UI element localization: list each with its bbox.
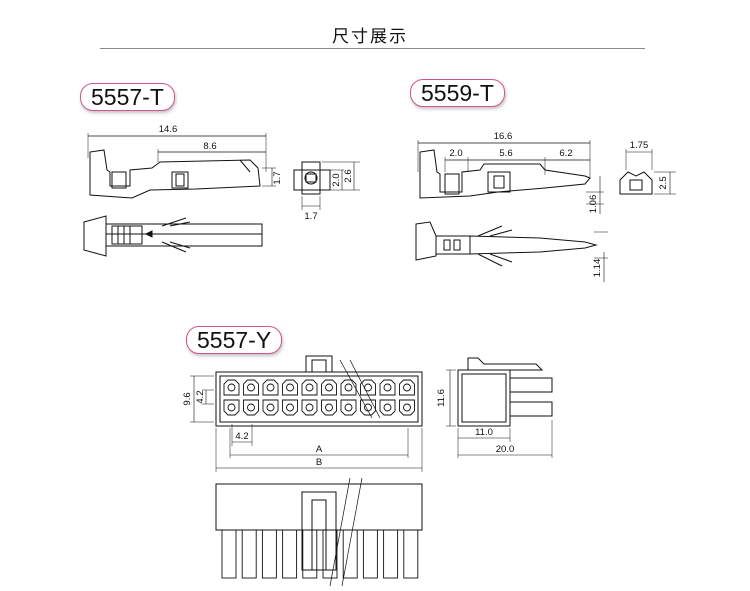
cavity bbox=[340, 379, 357, 396]
cavity bbox=[399, 399, 415, 416]
cavity-contact bbox=[247, 383, 255, 392]
cavity bbox=[301, 379, 318, 396]
cavity bbox=[399, 379, 415, 396]
cavity bbox=[321, 399, 337, 416]
cavity bbox=[262, 379, 279, 396]
connector-cavity-grid bbox=[223, 379, 415, 416]
dim-5557t-h2: 2.0 bbox=[331, 173, 342, 186]
terminal-5557t-end-view bbox=[293, 161, 360, 210]
cavity-contact bbox=[364, 383, 372, 392]
dim-5557t-h3: 2.6 bbox=[343, 169, 354, 182]
cavity-contact bbox=[305, 383, 314, 392]
cavity-contact bbox=[344, 403, 353, 412]
dim-5559t-a: 2.0 bbox=[449, 148, 462, 159]
cavity bbox=[243, 379, 259, 396]
cavity-contact bbox=[364, 403, 372, 412]
cavity-contact bbox=[266, 403, 275, 412]
pin bbox=[241, 529, 257, 579]
cavity bbox=[223, 379, 240, 396]
part-label-5557-y: 5557-Y bbox=[186, 326, 283, 354]
connector-5557y-bottom-view bbox=[215, 477, 423, 587]
cavity bbox=[379, 379, 396, 396]
terminal-5557t-side-view bbox=[87, 133, 276, 199]
cavity bbox=[340, 399, 357, 416]
cavity-contact bbox=[286, 403, 294, 412]
dim-5557t-w1: 1.7 bbox=[304, 211, 317, 222]
pin bbox=[362, 529, 378, 579]
cavity-contact bbox=[383, 383, 392, 392]
cavity bbox=[360, 399, 376, 416]
cavity-contact bbox=[247, 403, 255, 412]
dim-5557y-pitch-h: 4.2 bbox=[235, 431, 248, 442]
cavity-contact bbox=[325, 403, 333, 412]
pin bbox=[403, 529, 419, 579]
cavity-contact bbox=[383, 403, 392, 412]
terminal-5559t-side-view bbox=[417, 140, 604, 214]
cavity bbox=[262, 399, 279, 416]
cavity-contact bbox=[344, 383, 353, 392]
cavity bbox=[282, 379, 298, 396]
cavity-contact bbox=[403, 383, 411, 392]
cavity-contact bbox=[227, 383, 236, 392]
pin bbox=[322, 529, 338, 579]
dim-5559t-length: 16.6 bbox=[494, 131, 513, 142]
page-title: 尺寸展示 bbox=[332, 27, 408, 47]
pin bbox=[342, 529, 358, 579]
cavity bbox=[243, 399, 259, 416]
dim-5557t-h1: 1.7 bbox=[272, 171, 283, 184]
dim-5557y-depth1: 11.0 bbox=[475, 427, 493, 438]
dim-5557t-crimp: 8.6 bbox=[203, 141, 216, 152]
cavity-contact bbox=[266, 383, 275, 392]
connector-5557y-front-view bbox=[190, 355, 423, 472]
dim-5559t-h1: 2.5 bbox=[658, 176, 669, 189]
dim-5559t-c: 6.2 bbox=[559, 148, 572, 159]
cavity bbox=[360, 379, 376, 396]
title-divider bbox=[100, 48, 645, 49]
dim-5557y-b: B bbox=[316, 457, 322, 468]
pin bbox=[302, 529, 318, 579]
cavity-contact bbox=[227, 403, 236, 412]
dim-5559t-v2: 1.14 bbox=[592, 259, 603, 278]
dim-5557t-length: 14.6 bbox=[159, 124, 178, 135]
part-label-5557-t: 5557-T bbox=[80, 83, 175, 111]
dim-5559t-w1: 1.75 bbox=[630, 140, 649, 151]
terminal-5559t-end-view bbox=[619, 149, 676, 195]
terminal-5557t-top-view bbox=[83, 215, 263, 257]
dim-5557y-row: 4.2 bbox=[195, 390, 206, 403]
dim-5559t-v1: 1.06 bbox=[588, 195, 599, 214]
pin bbox=[383, 529, 399, 579]
cavity bbox=[301, 399, 318, 416]
pin bbox=[221, 529, 237, 579]
cavity-contact bbox=[403, 403, 411, 412]
dim-5557y-depth2: 20.0 bbox=[496, 444, 515, 455]
part-label-5559-t: 5559-T bbox=[410, 79, 505, 107]
dim-5559t-b: 5.6 bbox=[499, 148, 512, 159]
cavity bbox=[321, 379, 337, 396]
cavity bbox=[223, 399, 240, 416]
terminal-5559t-top-view bbox=[415, 221, 608, 282]
cavity-contact bbox=[305, 403, 314, 412]
cavity-contact bbox=[325, 383, 333, 392]
pin bbox=[261, 529, 277, 579]
connector-pin-row bbox=[221, 529, 419, 579]
cavity bbox=[379, 399, 396, 416]
dim-5557y-pitch-v: 9.6 bbox=[182, 392, 193, 405]
cavity bbox=[282, 399, 298, 416]
dim-5557y-height: 11.6 bbox=[436, 389, 447, 407]
dim-5557y-a: A bbox=[316, 444, 323, 455]
pin bbox=[282, 529, 298, 579]
connector-5557y-side-view bbox=[446, 357, 553, 458]
cavity-contact bbox=[286, 383, 294, 392]
